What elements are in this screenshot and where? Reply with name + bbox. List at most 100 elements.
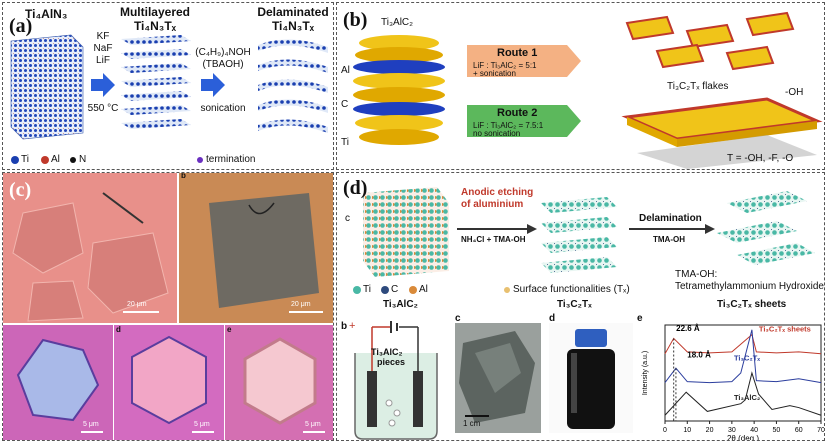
multilayered-title-1: Multilayered (119, 5, 191, 19)
atom-al-label: Al (341, 65, 350, 76)
electrochem-cell: + b Ti₃AlC₂ pieces (337, 313, 447, 440)
atom-ti-label: Ti (341, 137, 349, 148)
x-axis-label: 2θ (deg.) (727, 434, 759, 441)
micrograph-hexagon-2: 5 μm (114, 325, 224, 440)
legend-d-al: Al (419, 284, 428, 295)
axis-c: c (345, 213, 350, 224)
series-line (664, 371, 822, 416)
legend-ti: Ti (21, 154, 29, 165)
name-ti3c2tx: Ti₃C₂Tₓ (557, 299, 592, 310)
panel-b: (b) Ti₃AlC₂ Al C Ti Route 1 LiF : Ti₃AlC… (336, 2, 825, 170)
sonication-label: sonication (200, 103, 246, 114)
pieces-label-1: Ti₃AlC₂ (371, 347, 403, 357)
arrow-icon (201, 73, 225, 97)
route2-ratio: LiF : Ti₃AlC₂ = 7.5:1 (473, 121, 544, 130)
x-tick-label: 10 (683, 427, 691, 434)
oh-label: -OH (785, 87, 804, 98)
sub-label-b: b (181, 172, 186, 180)
annotation-22-6: 22.6 Å (676, 324, 700, 333)
series-label: Ti₃C₂Tₓ (734, 354, 760, 363)
atom-c-label: C (341, 99, 349, 110)
small-flakes (625, 11, 795, 71)
micrograph-hexagon-3: 5 μm (225, 325, 333, 440)
x-tick-label: 0 (663, 427, 667, 434)
photo-vial (549, 323, 633, 433)
delaminated-title-1: Delaminated (257, 5, 329, 19)
panel-b-illustration (353, 11, 823, 169)
route2-sonication: no sonication (473, 129, 521, 138)
reagent-2: TMA-OH (653, 235, 685, 244)
series-label: Ti₃AlC₂ (734, 393, 760, 402)
chart-sub-label: e (637, 313, 643, 324)
legend-d-c: C (391, 284, 399, 295)
tma-full: Tetramethylammonium Hydroxide (675, 281, 824, 292)
ti4aln3-title: Ti₄AlN₃ (25, 7, 68, 21)
scale-cm: 1 cm (463, 419, 481, 428)
route2-arrow (467, 105, 581, 137)
route1-title: Route 1 (497, 47, 538, 59)
panel-c: 20 μm 20 μm b 5 μm 5 μm d (2, 172, 334, 441)
panel-d-schematic (353, 187, 815, 294)
photo-pieces: 1 cm (455, 323, 541, 433)
scale-2: 20 μm (291, 301, 311, 308)
temperature: 550 °C (87, 103, 119, 114)
reagent-naf: NaF (93, 43, 113, 54)
name-ti3alc2: Ti₃AlC₂ (383, 299, 418, 310)
series-line (664, 329, 822, 384)
etching-2: of aluminium (461, 199, 524, 210)
large-flake (621, 97, 823, 169)
sub-label-e: e (227, 325, 232, 334)
ti3alc2-label: Ti₃AlC₂ (381, 17, 414, 28)
x-tick-label: 20 (706, 427, 714, 434)
reagent-1: NH₄Cl + TMA-OH (461, 235, 526, 244)
tma-abbrev: TMA-OH: (675, 269, 718, 280)
multilayer-stack (121, 35, 191, 129)
scale-3: 5 μm (83, 421, 99, 428)
legend-n: N (79, 154, 87, 165)
photo-sub-label: c (455, 313, 461, 324)
micrograph-hexagon-1: 5 μm (3, 325, 113, 440)
etching-1: Anodic etching (461, 187, 534, 198)
tbaoh-formula: (C₄H₉)₄NOH (195, 47, 251, 58)
x-tick-label: 70 (817, 427, 825, 434)
legend-d-ti: Ti (363, 284, 371, 295)
svg-text:+: + (349, 320, 355, 332)
delaminated-title-2: Ti₄N₃Tₓ (271, 19, 315, 33)
panel-d: (d) c Anodic etching of aluminium NH₄Cl … (336, 172, 825, 441)
route2-title: Route 2 (497, 107, 538, 119)
cell-sub-label: b (341, 321, 348, 332)
micrograph-large-flakes: 20 μm (3, 173, 177, 323)
x-tick-label: 30 (728, 427, 736, 434)
tbaoh-label: (TBAOH) (202, 59, 244, 70)
legend-termination: termination (206, 154, 256, 165)
x-tick-label: 50 (773, 427, 781, 434)
series-line (664, 333, 822, 355)
scale-4: 5 μm (194, 421, 210, 428)
panel-a-label: (a) (9, 15, 33, 37)
surface-label: Surface functionalities (Tₓ) (513, 284, 630, 295)
vial-sub-label: d (549, 313, 556, 324)
termination-list: T = -OH, -F, -O (727, 153, 794, 164)
legend-al: Al (51, 154, 60, 165)
annotation-18-0: 18.0 Å (687, 351, 711, 360)
panel-b-label: (b) (343, 9, 368, 31)
sub-label-d: d (116, 325, 121, 334)
name-sheets: Ti₃C₂Tₓ sheets (717, 299, 787, 310)
multilayered-title-2: Ti₄N₃Tₓ (133, 19, 177, 33)
reagent-kf: KF (96, 31, 110, 42)
delaminated-flakes (258, 39, 328, 133)
delamination-label: Delamination (639, 213, 702, 224)
series-label: Ti₃C₂Tₓ sheets (759, 325, 811, 334)
route1-arrow (467, 45, 581, 77)
reagent-lif: LiF (96, 55, 110, 66)
micrograph-single-flake: 20 μm (179, 173, 333, 323)
panel-c-label: (c) (9, 179, 32, 201)
scale-5: 5 μm (305, 421, 321, 428)
x-tick-label: 60 (795, 427, 803, 434)
scale-1: 20 μm (127, 301, 147, 308)
ti3alc2-structure (353, 35, 445, 145)
route1-ratio: LiF : Ti₃AlC₂ = 5:1 (473, 61, 537, 70)
pieces-label-2: pieces (377, 357, 406, 367)
